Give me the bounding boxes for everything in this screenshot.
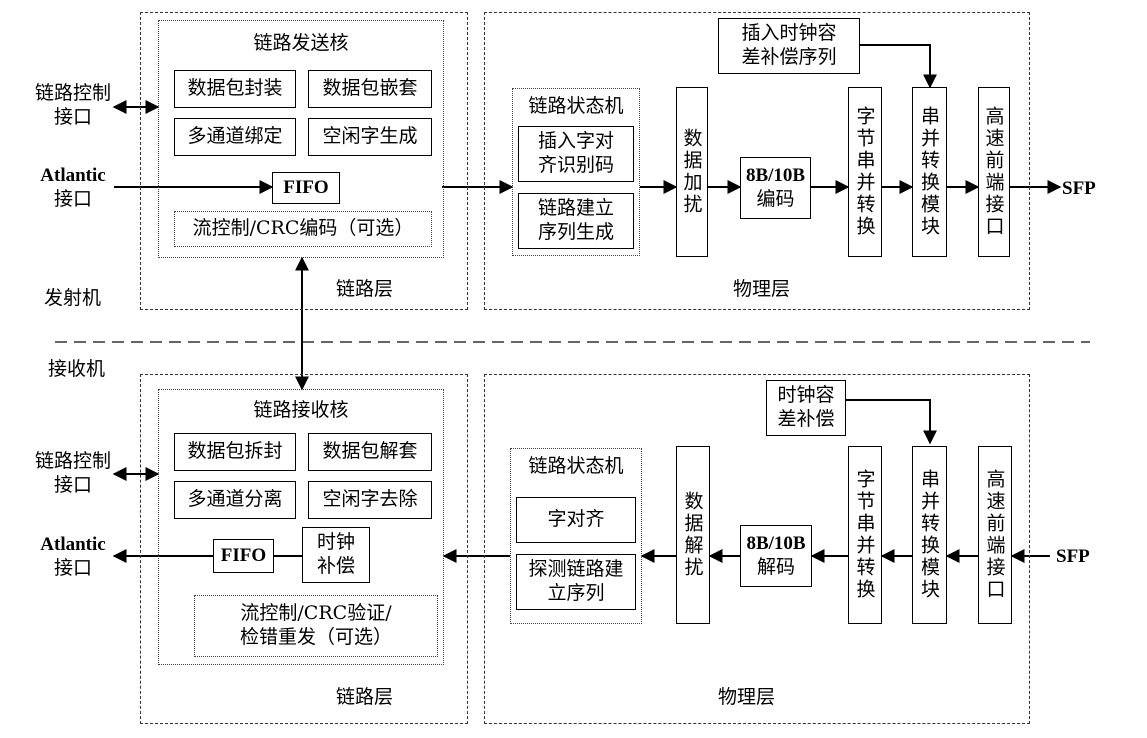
rx-state-machine-title: 链路状态机 <box>528 455 624 477</box>
rx-clock-comp-seq: 时钟容差补偿 <box>766 380 846 436</box>
tx-link-core-box <box>158 20 444 258</box>
rx-cell-multichannel-split: 多通道分离 <box>174 481 296 519</box>
tx-scrambler: 数据加扰 <box>676 87 708 257</box>
tx-sm-insert-align: 插入字对齐识别码 <box>518 126 634 182</box>
tx-clock-comp-insert: 插入时钟容差补偿序列 <box>718 18 860 74</box>
tx-clock-comp-arrow <box>860 44 937 89</box>
rx-sm-detect-seq: 探测链路建立序列 <box>516 554 636 610</box>
tx-state-machine-title: 链路状态机 <box>528 95 624 117</box>
rx-sm-word-align: 字对齐 <box>516 497 636 543</box>
rx-link-core-title: 链路接收核 <box>253 399 349 421</box>
rx-clock-comp: 时钟补偿 <box>302 527 370 583</box>
rx-link-core-box <box>158 389 444 665</box>
tx-serdes: 串并转换模块 <box>912 87 947 257</box>
tx-hs-front-port: 高速前端接口 <box>978 87 1010 257</box>
tx-state-machine-box <box>512 88 640 256</box>
tx-cell-multichannel-bind: 多通道绑定 <box>174 118 296 156</box>
tx-sm-link-seq-gen: 链路建立序列生成 <box>518 193 634 249</box>
tx-link-core-title: 链路发送核 <box>253 32 349 54</box>
tx-byte-converter: 字节串并转换 <box>848 87 882 257</box>
rx-descrambler: 数据解扰 <box>676 446 710 624</box>
rx-phy-layer-box <box>484 374 1030 724</box>
tx-cell-packet-encap: 数据包封装 <box>174 70 296 108</box>
rx-phy-layer-label: 物理层 <box>718 686 776 708</box>
rx-link-ctrl-port: 链路控制接口 <box>34 450 111 496</box>
tx-link-layer-label: 链路层 <box>336 278 394 300</box>
rx-hs-front-port: 高速前端接口 <box>978 446 1012 624</box>
rx-cell-packet-unnest: 数据包解套 <box>308 433 432 471</box>
tx-section-label: 发射机 <box>44 287 102 309</box>
tx-sfp-label: SFP <box>1062 178 1096 199</box>
tx-phy-layer-box <box>484 12 1030 310</box>
rx-state-machine-box <box>510 448 642 624</box>
rx-cell-idle-remove: 空闲字去除 <box>308 481 432 519</box>
rx-section-label: 接收机 <box>48 358 106 380</box>
rx-serdes: 串并转换模块 <box>912 446 947 624</box>
tx-cell-packet-nest: 数据包嵌套 <box>308 70 432 108</box>
tx-cell-idle-gen: 空闲字生成 <box>308 118 432 156</box>
rx-link-layer-label: 链路层 <box>336 686 394 708</box>
rx-byte-converter: 字节串并转换 <box>848 446 882 624</box>
rx-clock-comp-arrow <box>846 399 937 445</box>
rx-cell-packet-decap: 数据包拆封 <box>174 433 296 471</box>
tx-flow-ctrl: 流控制/CRC编码（可选） <box>174 211 432 247</box>
tx-fifo: FIFO <box>272 172 340 204</box>
rx-flow-ctrl: 流控制/CRC验证/检错重发（可选） <box>194 595 438 657</box>
rx-sfp-label: SFP <box>1056 546 1090 567</box>
rx-link-layer-box <box>140 374 468 724</box>
tx-phy-layer-label: 物理层 <box>733 278 791 300</box>
tx-link-layer-box <box>140 12 468 310</box>
tx-link-ctrl-port: 链路控制接口 <box>34 82 111 128</box>
rx-fifo: FIFO <box>213 539 274 573</box>
